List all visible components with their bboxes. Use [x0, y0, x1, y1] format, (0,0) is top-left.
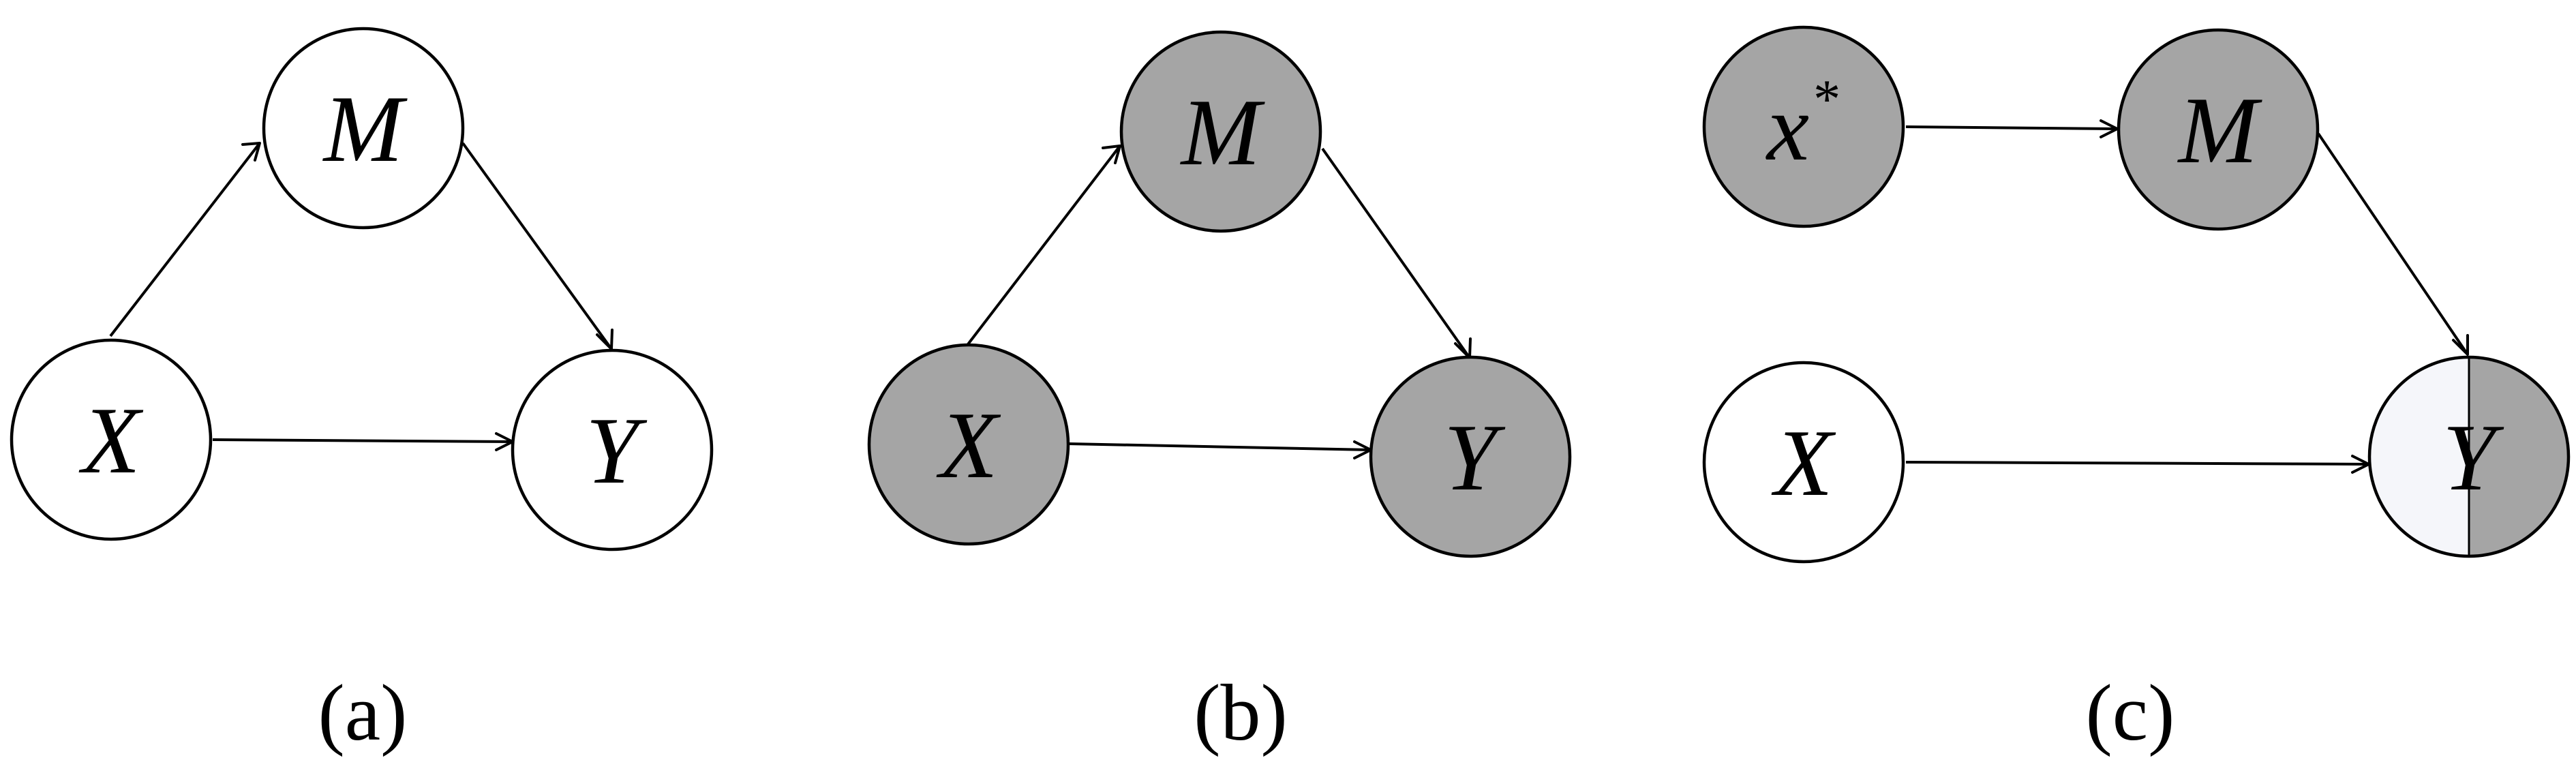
node-label-base: x — [1766, 75, 1809, 181]
panel-a-caption: (a) — [318, 668, 408, 757]
edge-line — [1068, 442, 1372, 451]
arrowhead — [2452, 334, 2469, 356]
edge-line — [1905, 461, 2369, 466]
panel-b-edge-x-to-y — [1068, 440, 1372, 459]
node-circle — [1702, 25, 1905, 228]
panel-c-edge-m-to-y — [2317, 132, 2469, 356]
edge-line — [1905, 125, 2118, 130]
node-label-m: M — [322, 76, 408, 182]
panel-a: M X Y (a) — [10, 27, 714, 757]
panel-c-edge-x-to-y — [1905, 455, 2370, 474]
panel-a-node-m: M — [262, 27, 465, 230]
panel-b-node-m: M — [1119, 30, 1322, 233]
panel-a-node-x: X — [10, 338, 213, 541]
edge-line — [212, 438, 513, 443]
panel-c-node-x: X — [1702, 361, 1905, 564]
node-label-m: M — [1180, 80, 1266, 185]
panel-a-node-y: Y — [511, 348, 714, 551]
edge-line — [2317, 132, 2469, 356]
node-label-x: X — [78, 388, 144, 494]
node-circle — [867, 343, 1070, 546]
node-circle — [262, 27, 465, 230]
node-right-half — [2469, 357, 2569, 556]
panel-b-caption: (b) — [1194, 668, 1288, 757]
edge-line — [1321, 147, 1471, 359]
node-circle — [1119, 30, 1322, 233]
panel-b: M X Y (b) — [867, 30, 1572, 757]
panel-c-caption: (c) — [2086, 668, 2175, 757]
panel-c-node-xstar: x* — [1702, 25, 1905, 228]
panel-b-edges — [967, 145, 1472, 459]
panel-b-node-x: X — [867, 343, 1070, 546]
edge-line — [967, 145, 1121, 346]
panel-b-node-y: Y — [1369, 355, 1572, 558]
panel-c-node-m: M — [2117, 28, 2320, 231]
panel-a-edge-x-to-m — [109, 142, 261, 337]
arrowhead — [1102, 145, 1121, 164]
edge-line — [461, 142, 613, 350]
panel-c-node-y: Y — [2367, 355, 2571, 558]
arrowhead — [241, 142, 261, 162]
node-label-x: X — [936, 393, 1001, 498]
panel-a-edge-x-to-y — [212, 432, 514, 451]
edge-line — [109, 142, 261, 337]
node-circle — [511, 348, 714, 551]
panel-c-edges — [1905, 119, 2469, 474]
panel-a-edge-m-to-y — [461, 142, 613, 350]
panel-c-edge-xstar-to-m — [1905, 119, 2119, 138]
node-circle — [2117, 28, 2320, 231]
node-label-x: X — [1771, 410, 1836, 516]
node-label-xstar: x* — [1766, 70, 1840, 181]
node-label-y: Y — [1444, 405, 1506, 511]
node-circle — [1702, 361, 1905, 564]
node-label-y: Y — [586, 398, 648, 504]
node-circle — [1369, 355, 1572, 558]
node-label-y: Y — [2442, 405, 2504, 511]
node-circle — [2367, 355, 2571, 558]
panel-c: x* M X Y (c) — [1702, 25, 2571, 757]
node-circle — [10, 338, 213, 541]
panel-b-edge-x-to-m — [967, 145, 1121, 346]
node-left-half — [2369, 357, 2469, 556]
panel-b-edge-m-to-y — [1321, 147, 1472, 359]
node-label-m: M — [2177, 78, 2263, 183]
node-label-superscript: * — [1813, 70, 1840, 130]
